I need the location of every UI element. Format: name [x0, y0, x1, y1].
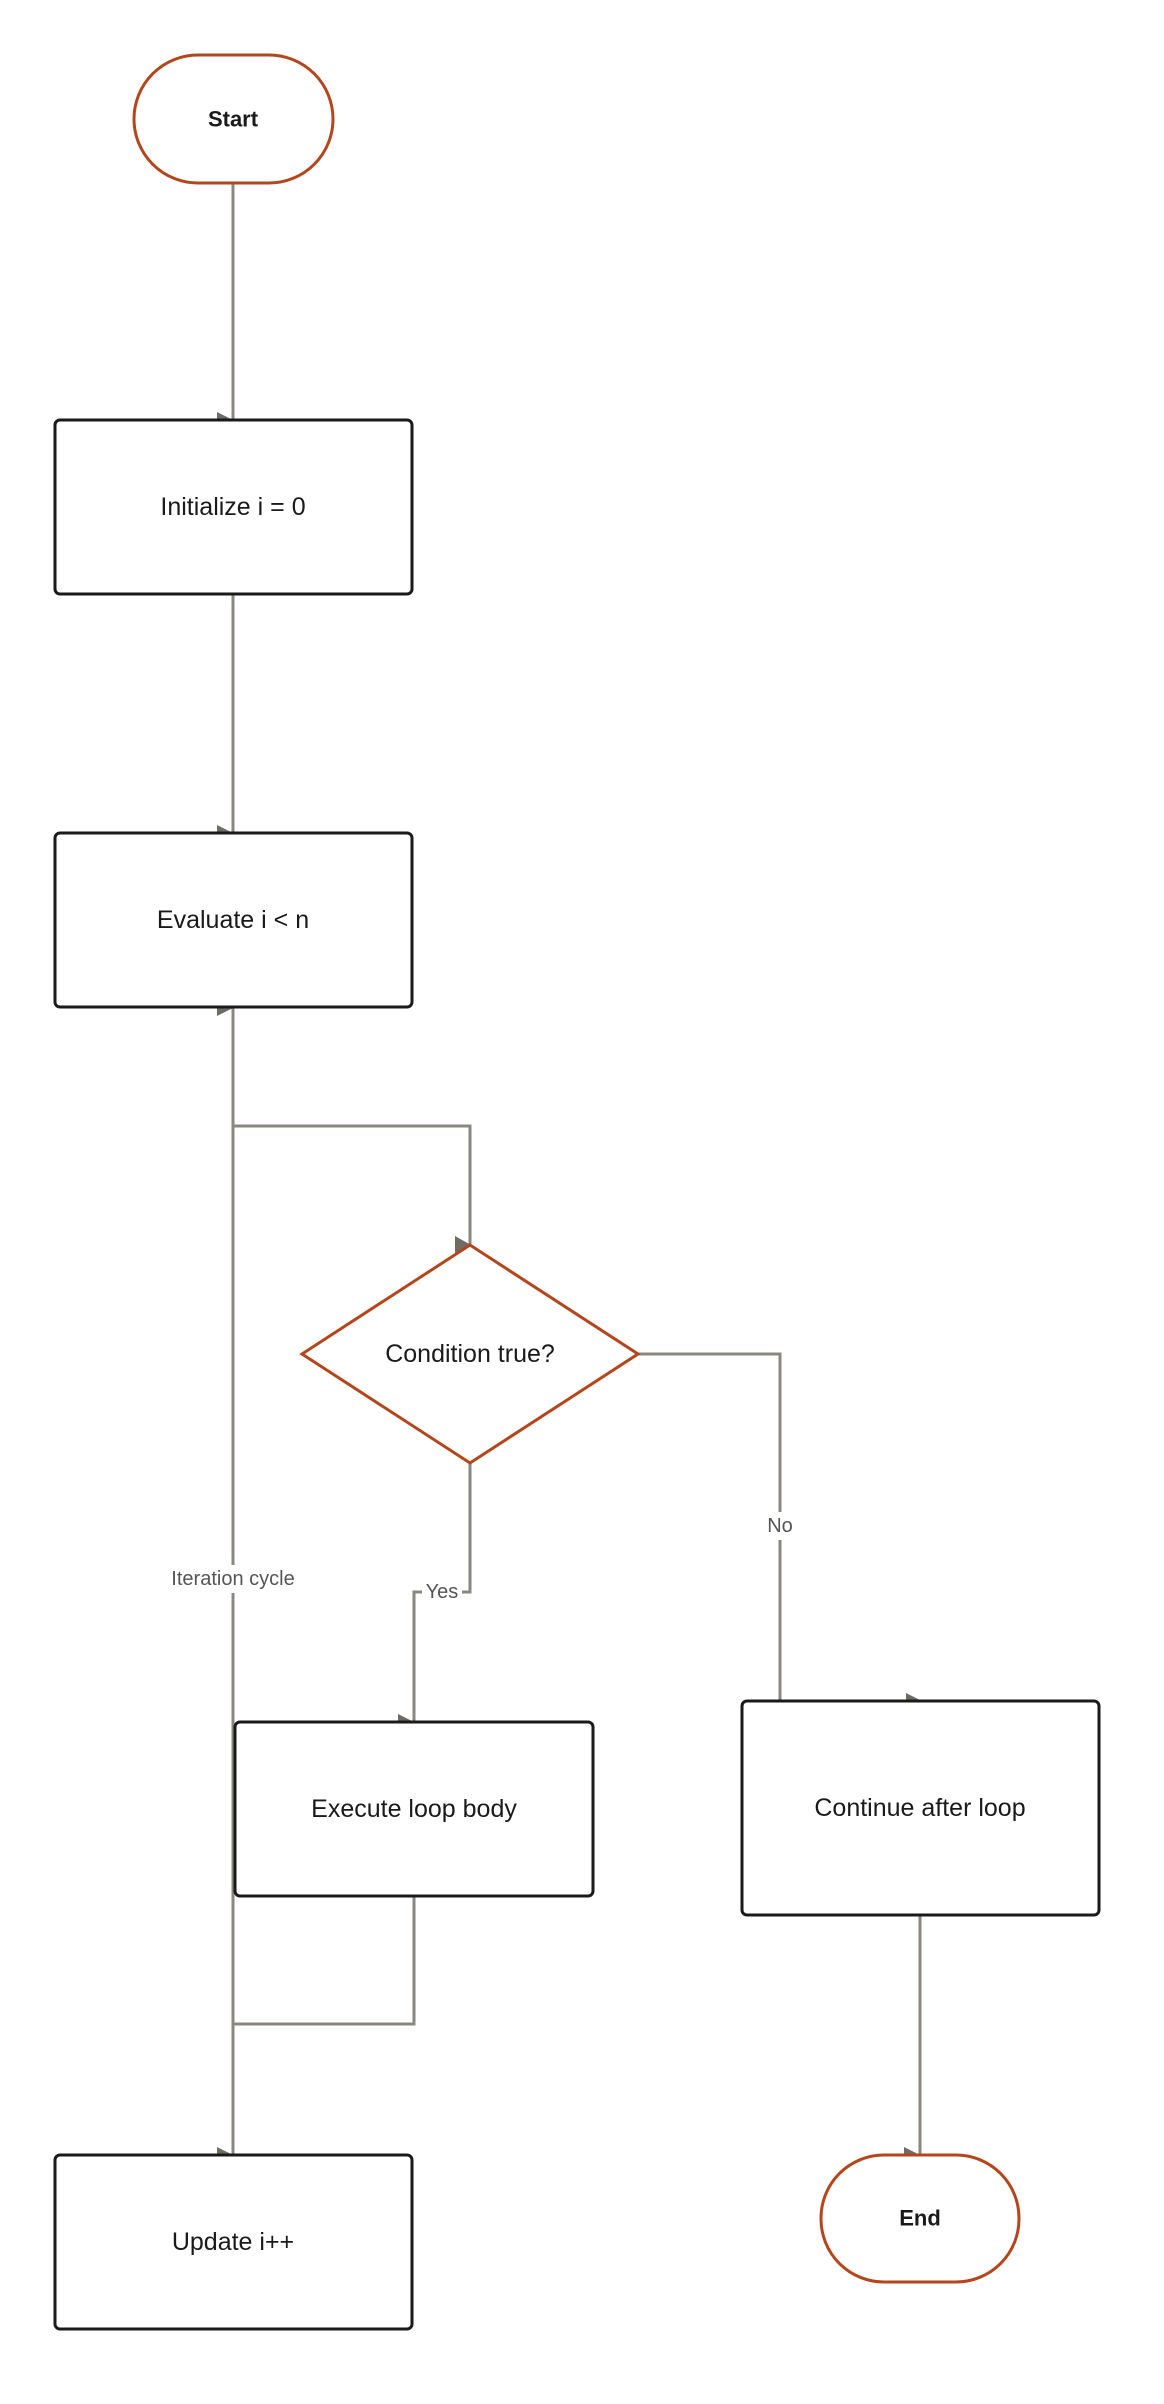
node-execute-body[interactable]: Execute loop body	[233, 1720, 595, 1898]
edge-label-no: No	[767, 1515, 793, 1537]
process-shape	[53, 2153, 414, 2331]
edge-evaluate-to-condition	[231, 1007, 472, 1254]
decision-shape	[299, 1243, 641, 1465]
edge-init-to-evaluate	[217, 594, 235, 841]
edge-start-to-init	[217, 183, 235, 428]
terminal-shape	[132, 53, 335, 185]
node-continue[interactable]: Continue after loop	[740, 1699, 1101, 1917]
node-evaluate-label: Evaluate i < n	[157, 906, 309, 934]
edge-label-bg	[422, 1578, 462, 1606]
node-evaluate[interactable]: Evaluate i < n	[53, 831, 414, 1009]
edge-condition-yes: Yes	[398, 1463, 472, 1730]
node-initialize-label: Initialize i = 0	[160, 493, 305, 521]
node-initialize[interactable]: Initialize i = 0	[53, 418, 414, 596]
node-start[interactable]: Start	[132, 53, 335, 185]
node-condition[interactable]: Condition true?	[299, 1243, 641, 1465]
edge-label-bg	[764, 1512, 796, 1540]
node-update-label: Update i++	[172, 2228, 294, 2256]
process-shape	[740, 1699, 1101, 1917]
process-shape	[53, 831, 414, 1009]
edge-label-bg	[160, 1565, 306, 1593]
edge-continue-to-end	[904, 1915, 922, 2163]
node-start-label: Start	[208, 107, 259, 132]
node-condition-label: Condition true?	[385, 1340, 555, 1368]
edge-label-yes: Yes	[426, 1581, 459, 1603]
nodes: Start Initialize i = 0 Evaluate i < n Co…	[53, 53, 1101, 2331]
terminal-shape	[819, 2153, 1021, 2284]
edge-condition-no: No	[638, 1352, 922, 1709]
node-update[interactable]: Update i++	[53, 2153, 414, 2331]
node-end-label: End	[899, 2206, 941, 2231]
node-continue-label: Continue after loop	[814, 1794, 1025, 1822]
process-shape	[233, 1720, 595, 1898]
edge-label-iteration-cycle: Iteration cycle	[171, 1568, 294, 1590]
arrowhead	[455, 1236, 471, 1254]
process-shape	[53, 418, 414, 596]
edge-body-to-update	[217, 1896, 416, 2163]
node-execute-body-label: Execute loop body	[311, 1795, 517, 1823]
edge-update-to-evaluate: Iteration cycle	[160, 1000, 306, 2155]
node-end[interactable]: End	[819, 2153, 1021, 2284]
